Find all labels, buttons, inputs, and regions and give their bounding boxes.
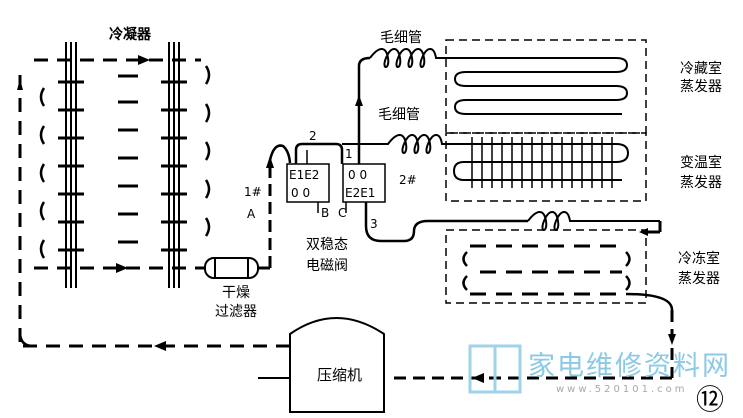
coil-right-bottom-label: E2E1 — [345, 186, 376, 200]
watermark-logo — [468, 344, 522, 394]
compressor-corner — [18, 331, 34, 348]
port-2hash-label: 2# — [399, 173, 417, 187]
return-line-arrows — [472, 228, 676, 383]
port-1hash-label: 1# — [244, 185, 262, 199]
coil-left-top-label: E1E2 — [289, 168, 320, 182]
inlet-hook — [268, 144, 292, 164]
freezer-feed-line — [364, 202, 528, 243]
capillary-bottom-coil — [527, 211, 660, 231]
valve-outlet-up-arrow — [355, 95, 363, 106]
condenser-wires — [58, 74, 187, 252]
freezer-exit — [625, 292, 674, 311]
freezer-evaporator-coil — [470, 244, 622, 296]
condenser-arrows — [17, 55, 150, 273]
freezer-evap-label-1: 冷冻室 — [678, 251, 720, 267]
valve-label-1: 双稳态 — [306, 237, 348, 253]
solenoid-valve-coils — [286, 163, 386, 203]
condenser-bends — [39, 65, 211, 259]
capillary-top-label: 毛细管 — [380, 30, 422, 46]
fridge-evaporator-coil — [452, 57, 629, 115]
variable-evap-label-1: 变温室 — [680, 155, 722, 171]
condenser-flow-dashes — [18, 58, 201, 343]
variable-evap-label-2: 蒸发器 — [680, 175, 722, 191]
valve-internal-lines — [306, 150, 347, 213]
condenser-label: 冷凝器 — [109, 27, 151, 43]
compressor-label: 压缩机 — [317, 366, 363, 384]
watermark-url: www.520101.com — [556, 384, 688, 395]
port-a-label: A — [247, 207, 256, 221]
compressor-to-condenser-arrow — [154, 341, 166, 351]
freezer-evap-label-2: 蒸发器 — [678, 271, 720, 287]
filter-to-valve-line — [258, 162, 272, 270]
capillary-top-coil — [369, 48, 452, 68]
return-line — [388, 221, 674, 380]
outlet-1-label: 1 — [345, 147, 353, 161]
variable-evaporator-fins — [471, 137, 613, 188]
filter-label-1: 干燥 — [222, 285, 250, 301]
coil-left-bottom-label: 0 0 — [291, 186, 311, 200]
valve-label-2: 电磁阀 — [306, 258, 348, 274]
outlet-3-label: 3 — [370, 217, 378, 231]
drier-filter — [204, 257, 259, 279]
valve-top-connector — [294, 142, 344, 164]
watermark-text: 家电维修资料网 — [528, 351, 731, 382]
coil-right-top-label: 0 0 — [348, 168, 368, 182]
compressor-body — [289, 317, 385, 413]
figure-number: ⑫ — [696, 383, 725, 416]
freezer-compartment-outline — [445, 229, 647, 304]
freezer-evaporator-bends — [462, 251, 631, 291]
fridge-evap-label-2: 蒸发器 — [680, 79, 722, 95]
capillary-mid-coil — [342, 134, 452, 154]
outlet-2-label: 2 — [309, 129, 317, 143]
valve-outlet-up — [357, 56, 371, 164]
filter-to-valve-arrow — [266, 156, 274, 168]
fridge-evap-label-1: 冷藏室 — [680, 61, 722, 77]
filter-label-2: 过滤器 — [215, 304, 257, 320]
fridge-compartment-outline — [445, 39, 647, 202]
port-c-label: C — [338, 206, 347, 220]
capillary-mid-label: 毛细管 — [378, 107, 420, 123]
port-b-label: B — [321, 206, 330, 220]
variable-evaporator-coil — [452, 143, 630, 181]
